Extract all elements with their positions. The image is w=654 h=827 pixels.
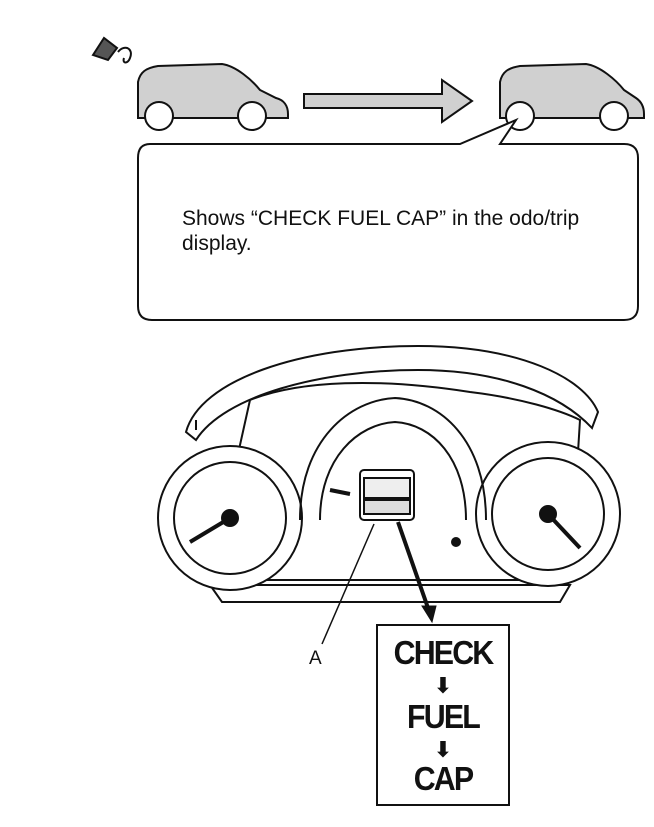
pointer-arrow — [396, 521, 437, 624]
message-fuel: FUEL — [407, 698, 481, 735]
leader-line — [321, 523, 375, 645]
callout-box — [137, 117, 639, 321]
display-message-box: CHECK ⬇ FUEL ⬇ CAP — [376, 624, 510, 806]
label-a: A — [309, 648, 322, 669]
car-icon — [137, 62, 289, 131]
instrument-cluster-icon — [157, 344, 621, 603]
callout-text: Shows “CHECK FUEL CAP” in the odo/trip d… — [182, 207, 580, 255]
down-arrow-icon: ⬇ — [433, 738, 453, 763]
arrow-right-icon — [303, 78, 474, 124]
message-check: CHECK — [393, 634, 495, 671]
fuel-cap-icon — [91, 36, 132, 64]
down-arrow-icon: ⬇ — [433, 674, 453, 699]
message-cap: CAP — [413, 760, 474, 797]
car-icon — [499, 62, 645, 131]
